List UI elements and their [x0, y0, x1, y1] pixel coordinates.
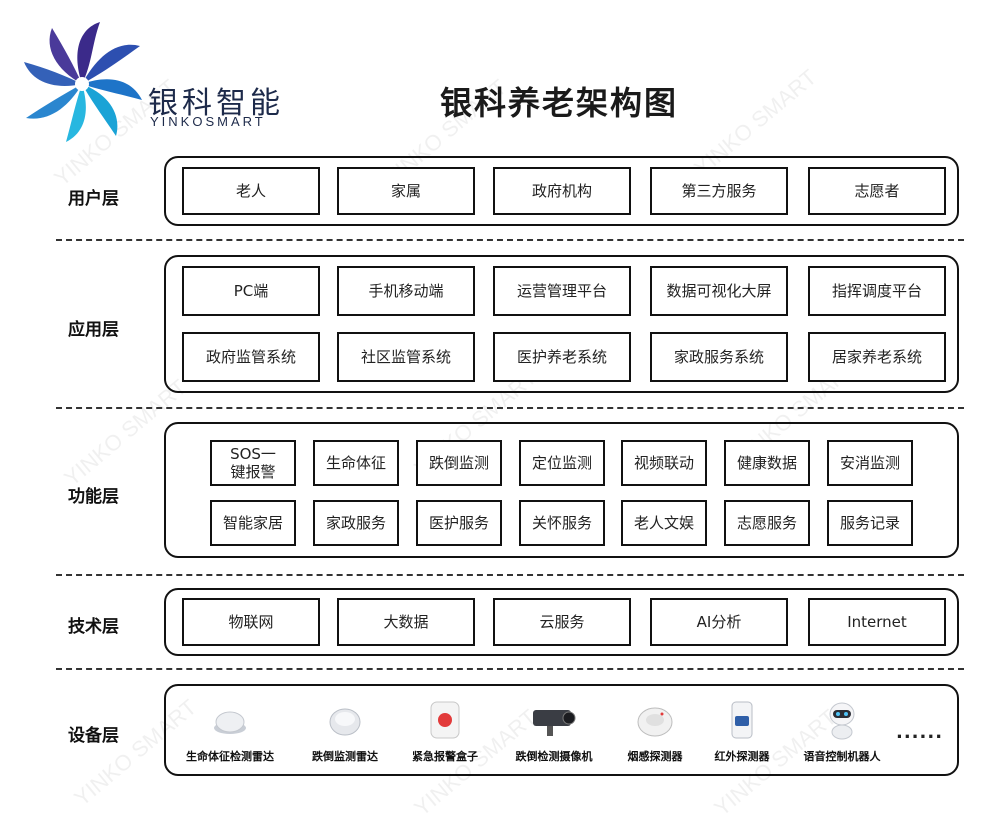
device-camera: 跌倒检测摄像机 [494, 700, 614, 764]
func-item: 志愿服务 [724, 500, 810, 546]
app-item: 医护养老系统 [493, 332, 631, 382]
func-item: 智能家居 [210, 500, 296, 546]
user-item: 老人 [182, 167, 320, 215]
layer-divider [56, 574, 964, 576]
layer-label-app: 应用层 [68, 320, 119, 340]
func-item: 健康数据 [724, 440, 810, 486]
device-voice-robot: 语音控制机器人 [782, 700, 902, 764]
device-label: 跌倒监测雷达 [312, 750, 378, 763]
pinwheel-logo-icon [24, 22, 142, 142]
app-item: 数据可视化大屏 [650, 266, 788, 316]
app-item: 运营管理平台 [493, 266, 631, 316]
more-devices-ellipsis: ...... [896, 722, 944, 743]
func-item: 生命体征 [313, 440, 399, 486]
func-item: 关怀服务 [519, 500, 605, 546]
tech-item: 物联网 [182, 598, 320, 646]
device-radar-fall: 跌倒监测雷达 [285, 700, 405, 764]
infrared-sensor-icon [731, 701, 753, 739]
device-label: 生命体征检测雷达 [186, 750, 274, 763]
page-title: 银科养老架构图 [440, 84, 679, 122]
layer-divider [56, 407, 964, 409]
device-label: 红外探测器 [714, 750, 770, 763]
func-item: SOS一键报警 [210, 440, 296, 486]
user-layer-container [164, 156, 959, 226]
smoke-detector-icon [637, 707, 673, 737]
layer-label-device: 设备层 [68, 726, 119, 746]
device-label: 跌倒检测摄像机 [515, 750, 593, 763]
func-item: 服务记录 [827, 500, 913, 546]
device-radar-vital: 生命体征检测雷达 [170, 700, 290, 764]
robot-icon [829, 702, 855, 740]
device-label: 烟感探测器 [627, 750, 683, 763]
app-layer-container [164, 255, 959, 393]
layer-label-func: 功能层 [68, 487, 119, 507]
device-infrared: 红外探测器 [682, 700, 802, 764]
camera-icon [533, 710, 576, 736]
user-item: 志愿者 [808, 167, 946, 215]
tech-item: 大数据 [337, 598, 475, 646]
layer-label-tech: 技术层 [68, 617, 119, 637]
app-item: 政府监管系统 [182, 332, 320, 382]
app-item: 指挥调度平台 [808, 266, 946, 316]
radar-sensor-icon [214, 711, 246, 734]
func-layer-container [164, 422, 959, 558]
layer-label-user: 用户层 [68, 189, 119, 209]
device-layer-container [164, 684, 959, 776]
func-item: 老人文娱 [621, 500, 707, 546]
func-item: 视频联动 [621, 440, 707, 486]
app-item: 手机移动端 [337, 266, 475, 316]
func-item: 医护服务 [416, 500, 502, 546]
user-item: 政府机构 [493, 167, 631, 215]
user-item: 第三方服务 [650, 167, 788, 215]
brand-name-en: YINKOSMART [150, 114, 266, 129]
radar-sensor-icon [329, 708, 361, 736]
func-item: 跌倒监测 [416, 440, 502, 486]
func-item: 定位监测 [519, 440, 605, 486]
tech-item: Internet [808, 598, 946, 646]
device-alarm-box: 紧急报警盒子 [385, 700, 505, 764]
tech-item: AI分析 [650, 598, 788, 646]
app-item: 居家养老系统 [808, 332, 946, 382]
device-label: 紧急报警盒子 [412, 750, 478, 763]
layer-divider [56, 668, 964, 670]
alarm-button-icon [430, 701, 460, 739]
device-smoke-detector: 烟感探测器 [595, 700, 715, 764]
app-item: PC端 [182, 266, 320, 316]
brand-name-cn: 银科智能 [148, 86, 284, 121]
brand-logo [22, 18, 292, 148]
tech-item: 云服务 [493, 598, 631, 646]
app-item: 家政服务系统 [650, 332, 788, 382]
user-item: 家属 [337, 167, 475, 215]
func-item: 家政服务 [313, 500, 399, 546]
layer-divider [56, 239, 964, 241]
app-item: 社区监管系统 [337, 332, 475, 382]
tech-layer-container [164, 588, 959, 656]
func-item: 安消监测 [827, 440, 913, 486]
device-label: 语音控制机器人 [803, 750, 881, 763]
